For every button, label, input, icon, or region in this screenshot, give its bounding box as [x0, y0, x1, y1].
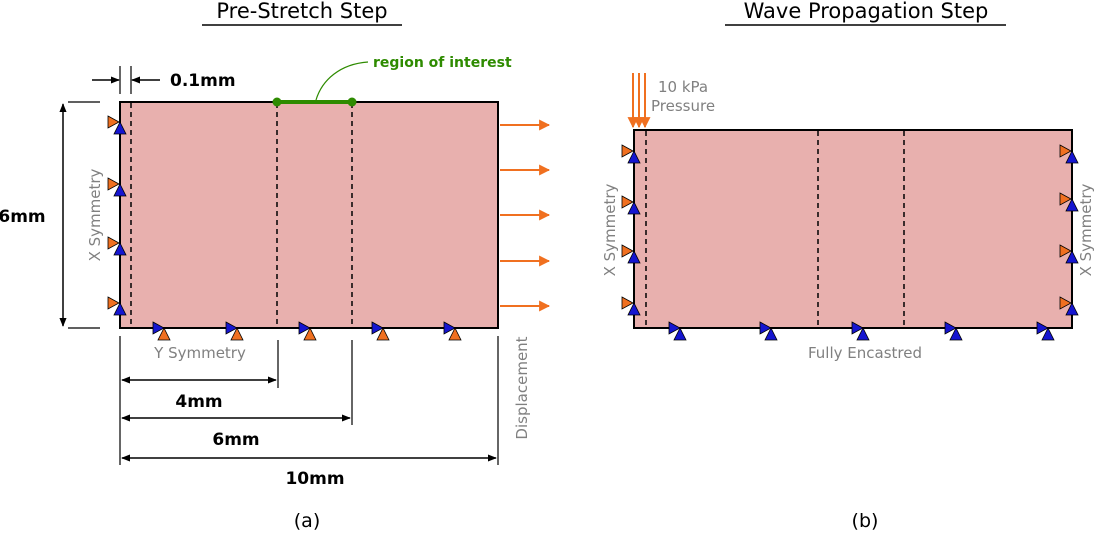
dim-10mm-label: 10mm	[285, 469, 344, 489]
panel-b-caption: (b)	[852, 510, 879, 532]
x-symmetry-label-b-right: X Symmetry	[1077, 183, 1095, 276]
x-symmetry-constraints-a	[107, 115, 127, 316]
pressure-value: 10 kPa	[658, 78, 708, 96]
dim-6mm-label: 6mm	[212, 430, 259, 450]
y-symmetry-constraints	[152, 321, 462, 341]
panel-b: Wave Propagation Step 10 kPa Pressure X …	[601, 0, 1095, 532]
height-dimension	[59, 101, 100, 329]
x-symmetry-label-b-left: X Symmetry	[601, 183, 619, 276]
panel-b-title: Wave Propagation Step	[744, 0, 989, 23]
pressure-label: Pressure	[651, 97, 715, 115]
panel-a-title: Pre-Stretch Step	[216, 0, 387, 23]
region-of-interest-label: region of interest	[373, 55, 512, 71]
panel-a: Pre-Stretch Step region of interest 0.1m…	[0, 0, 551, 532]
pressure-arrows	[627, 73, 651, 129]
dim-4mm-label: 4mm	[175, 392, 222, 412]
thickness-label: 0.1mm	[170, 71, 236, 91]
displacement-label: Displacement	[513, 336, 531, 439]
displacement-arrows	[500, 119, 551, 312]
x-symmetry-label-a: X Symmetry	[86, 168, 104, 261]
encastre-constraints	[668, 321, 1055, 341]
length-dimensions	[119, 336, 499, 465]
region-of-interest	[272, 61, 369, 107]
panel-a-caption: (a)	[294, 510, 320, 532]
height-label: 6mm	[0, 207, 46, 227]
x-symmetry-constraints-b-right	[1059, 144, 1079, 316]
panel-a-specimen	[119, 101, 499, 329]
x-symmetry-constraints-b-left	[621, 144, 641, 316]
panel-b-specimen	[633, 129, 1073, 329]
y-symmetry-label: Y Symmetry	[153, 344, 246, 362]
thickness-dimension	[92, 66, 160, 94]
fully-encastred-label: Fully Encastred	[808, 344, 922, 362]
